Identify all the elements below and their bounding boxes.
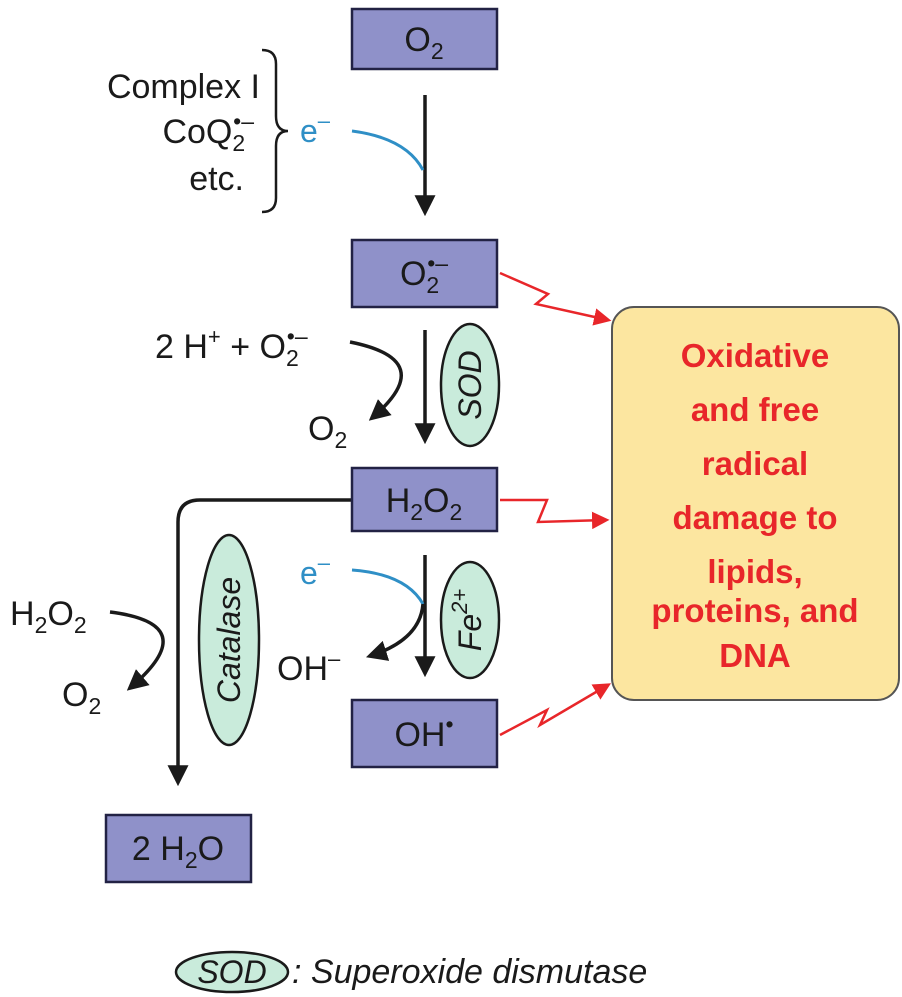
source-complex-i: Complex I: [107, 68, 260, 106]
svg-text:Catalase: Catalase: [211, 577, 247, 703]
electron-label-top: e–: [300, 108, 331, 149]
legend: SOD : Superoxide dismutase: [174, 950, 647, 994]
species-o2-box: O2: [350, 7, 499, 71]
svg-text:H2O2: H2O2: [386, 482, 463, 525]
arrow-peroxide-to-water: [167, 498, 352, 787]
zigzag-superoxide-damage: [499, 271, 612, 326]
catalase-input-peroxide-label: H2O2: [10, 595, 87, 638]
svg-text:Fe2+: Fe2+: [447, 589, 488, 652]
species-hydroxyl-box: OH•: [350, 698, 499, 769]
source-etc: etc.: [189, 160, 244, 198]
damage-line-1: Oxidative: [681, 337, 830, 374]
damage-box: Oxidative and free radical damage to lip…: [611, 306, 900, 701]
damage-line-6: proteins, and: [651, 592, 858, 629]
svg-text:O2: O2: [404, 21, 443, 64]
legend-definition: : Superoxide dismutase: [292, 953, 647, 991]
curve-electron-input-top: [351, 129, 425, 171]
svg-text:SOD: SOD: [452, 350, 488, 419]
fenton-output-hydroxide-label: OH–: [277, 646, 341, 688]
sod-input-label: 2 H+ + O2•–: [155, 323, 308, 371]
catalase-output-o2-label: O2: [62, 676, 101, 719]
legend-abbrev: SOD: [197, 954, 266, 990]
svg-text:OH•: OH•: [394, 711, 453, 754]
curve-sod-reaction: [349, 340, 403, 421]
electron-sources-group: Complex I CoQ2•– etc.: [107, 48, 289, 214]
zigzag-hydroxyl-damage: [499, 683, 612, 737]
electron-label-fenton: e–: [300, 550, 331, 591]
damage-line-5: lipids,: [707, 553, 802, 590]
curve-electron-input-fenton: [351, 568, 425, 605]
svg-text:O2•–: O2•–: [400, 250, 448, 298]
enzyme-catalase: Catalase: [197, 533, 261, 747]
enzyme-fe2: Fe2+: [439, 560, 501, 680]
damage-line-2: and free: [691, 391, 819, 428]
damage-line-4: damage to: [672, 499, 837, 536]
species-superoxide-box: O2•–: [350, 238, 499, 309]
zigzag-peroxide-damage: [500, 498, 610, 530]
curly-brace: [261, 48, 289, 214]
enzyme-sod: SOD: [439, 322, 501, 448]
sod-output-o2-label: O2: [308, 410, 347, 453]
damage-line-3: radical: [702, 445, 808, 482]
source-coq: CoQ2•–: [162, 108, 254, 156]
curve-fenton-hydroxide-out: [366, 603, 425, 661]
species-peroxide-box: H2O2: [350, 466, 499, 533]
species-water-box: 2 H2O: [104, 813, 253, 884]
curve-catalase-reaction: [109, 610, 165, 691]
damage-line-7: DNA: [719, 637, 791, 674]
svg-text:2 H2O: 2 H2O: [132, 830, 224, 873]
